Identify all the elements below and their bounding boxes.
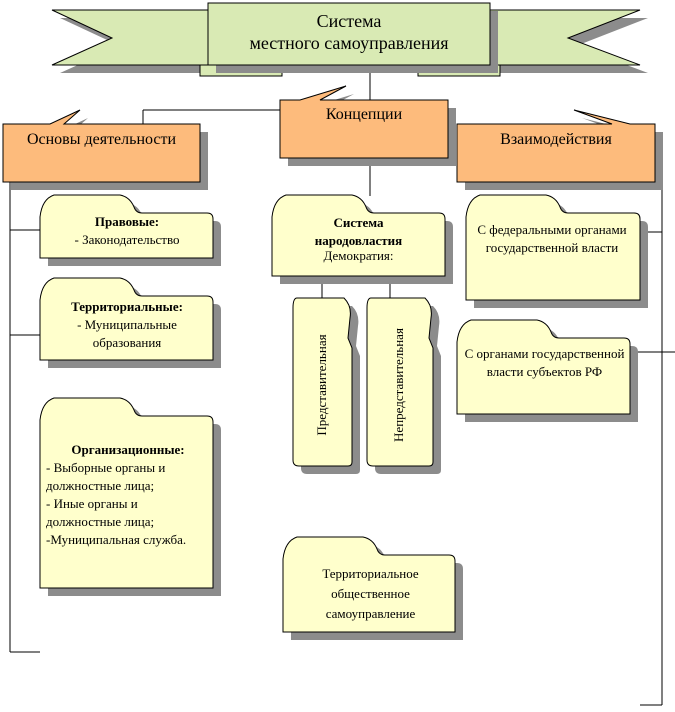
legal-text: - Законодательство xyxy=(74,232,180,247)
non-representative-note xyxy=(366,297,434,467)
interactions-header-box xyxy=(456,109,656,183)
representative-label: Представительная xyxy=(314,334,329,436)
legal-note xyxy=(39,194,214,259)
concepts-header-box xyxy=(279,85,449,159)
tos-text: Территориальное общественное самоуправле… xyxy=(322,566,419,621)
tos-note xyxy=(282,536,456,633)
organizational-line: - Иные органы и должностные лица; xyxy=(46,496,155,529)
representative-note xyxy=(292,297,353,467)
democracy-heading2: народовластия xyxy=(314,233,403,248)
header-interactions: Взаимодействия xyxy=(500,131,612,148)
title-box: Система местного самоуправления xyxy=(208,10,490,54)
header-concepts: Концепции xyxy=(325,106,403,123)
title-banner xyxy=(207,2,491,66)
regional-note xyxy=(456,319,631,415)
regional-text: С органами государственной власти субъек… xyxy=(464,346,625,379)
democracy-box: Система народовластия Демократия: xyxy=(272,214,445,265)
territorial-note xyxy=(39,277,214,361)
banner-left-ribbon xyxy=(51,9,216,66)
non-representative-label: Непредставительная xyxy=(391,328,406,442)
democracy-text: Демократия: xyxy=(323,248,394,263)
democracy-note xyxy=(271,194,446,277)
banner-right-ribbon xyxy=(484,9,641,66)
organizational-box: Организационные: - Выборные органы и дол… xyxy=(46,441,210,549)
federal-text: С федеральными органами государственной … xyxy=(477,222,627,255)
territorial-heading: Территориальные: xyxy=(71,299,183,314)
title-line2: местного самоуправления xyxy=(249,33,449,53)
header-foundations: Основы деятельности xyxy=(26,131,177,148)
federal-note xyxy=(465,194,641,301)
legal-heading: Правовые: xyxy=(94,214,160,229)
democracy-heading1: Система xyxy=(333,215,384,230)
title-line1: Система xyxy=(316,11,382,31)
legal-box: Правовые: - Законодательство xyxy=(44,213,210,249)
foundations-header-box xyxy=(2,109,201,183)
territorial-box: Территориальные: - Муниципальные образов… xyxy=(44,298,210,352)
organizational-line: -Муниципальная служба. xyxy=(46,532,187,547)
organizational-heading: Организационные: xyxy=(71,442,185,457)
territorial-text: - Муниципальные образования xyxy=(77,317,177,350)
organizational-note xyxy=(39,397,214,589)
organizational-line: - Выборные органы и должностные лица; xyxy=(46,460,166,493)
